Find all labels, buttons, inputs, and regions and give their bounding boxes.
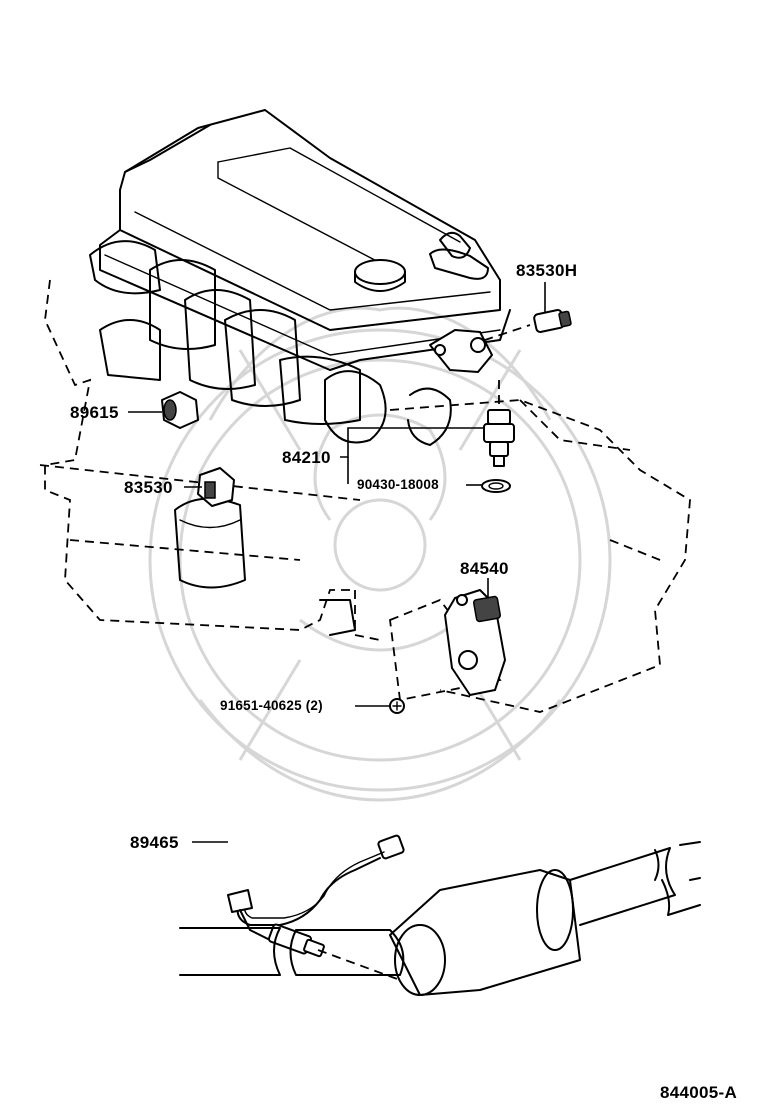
- bolt-icon: [389, 698, 405, 714]
- engine-block: [39, 109, 691, 713]
- figure-code: 844005-A: [660, 1083, 738, 1102]
- callout-83530: 83530: [124, 478, 173, 497]
- part-84540-icon: [444, 589, 506, 696]
- callout-90430-18008: 90430-18008: [357, 477, 439, 492]
- callout-84540: 84540: [460, 559, 509, 578]
- callout-83530H: 83530H: [516, 261, 578, 280]
- part-84210-icon: [483, 380, 515, 467]
- callout-89465: 89465: [130, 833, 179, 852]
- part-89615-icon: [161, 391, 199, 429]
- exhaust-pipe: [179, 841, 701, 996]
- washer-icon: [481, 479, 511, 493]
- watermark-emblem: [148, 306, 612, 802]
- part-83530-icon: [197, 467, 235, 507]
- callout-89615: 89615: [70, 403, 119, 422]
- callout-91651-40625: 91651-40625 (2): [220, 698, 323, 713]
- leader-lines: [128, 282, 546, 843]
- cam-sensor-icon: [429, 329, 493, 373]
- part-83530H-icon: [469, 309, 572, 346]
- callout-84210: 84210: [282, 448, 331, 467]
- part-89465-icon: [227, 834, 405, 981]
